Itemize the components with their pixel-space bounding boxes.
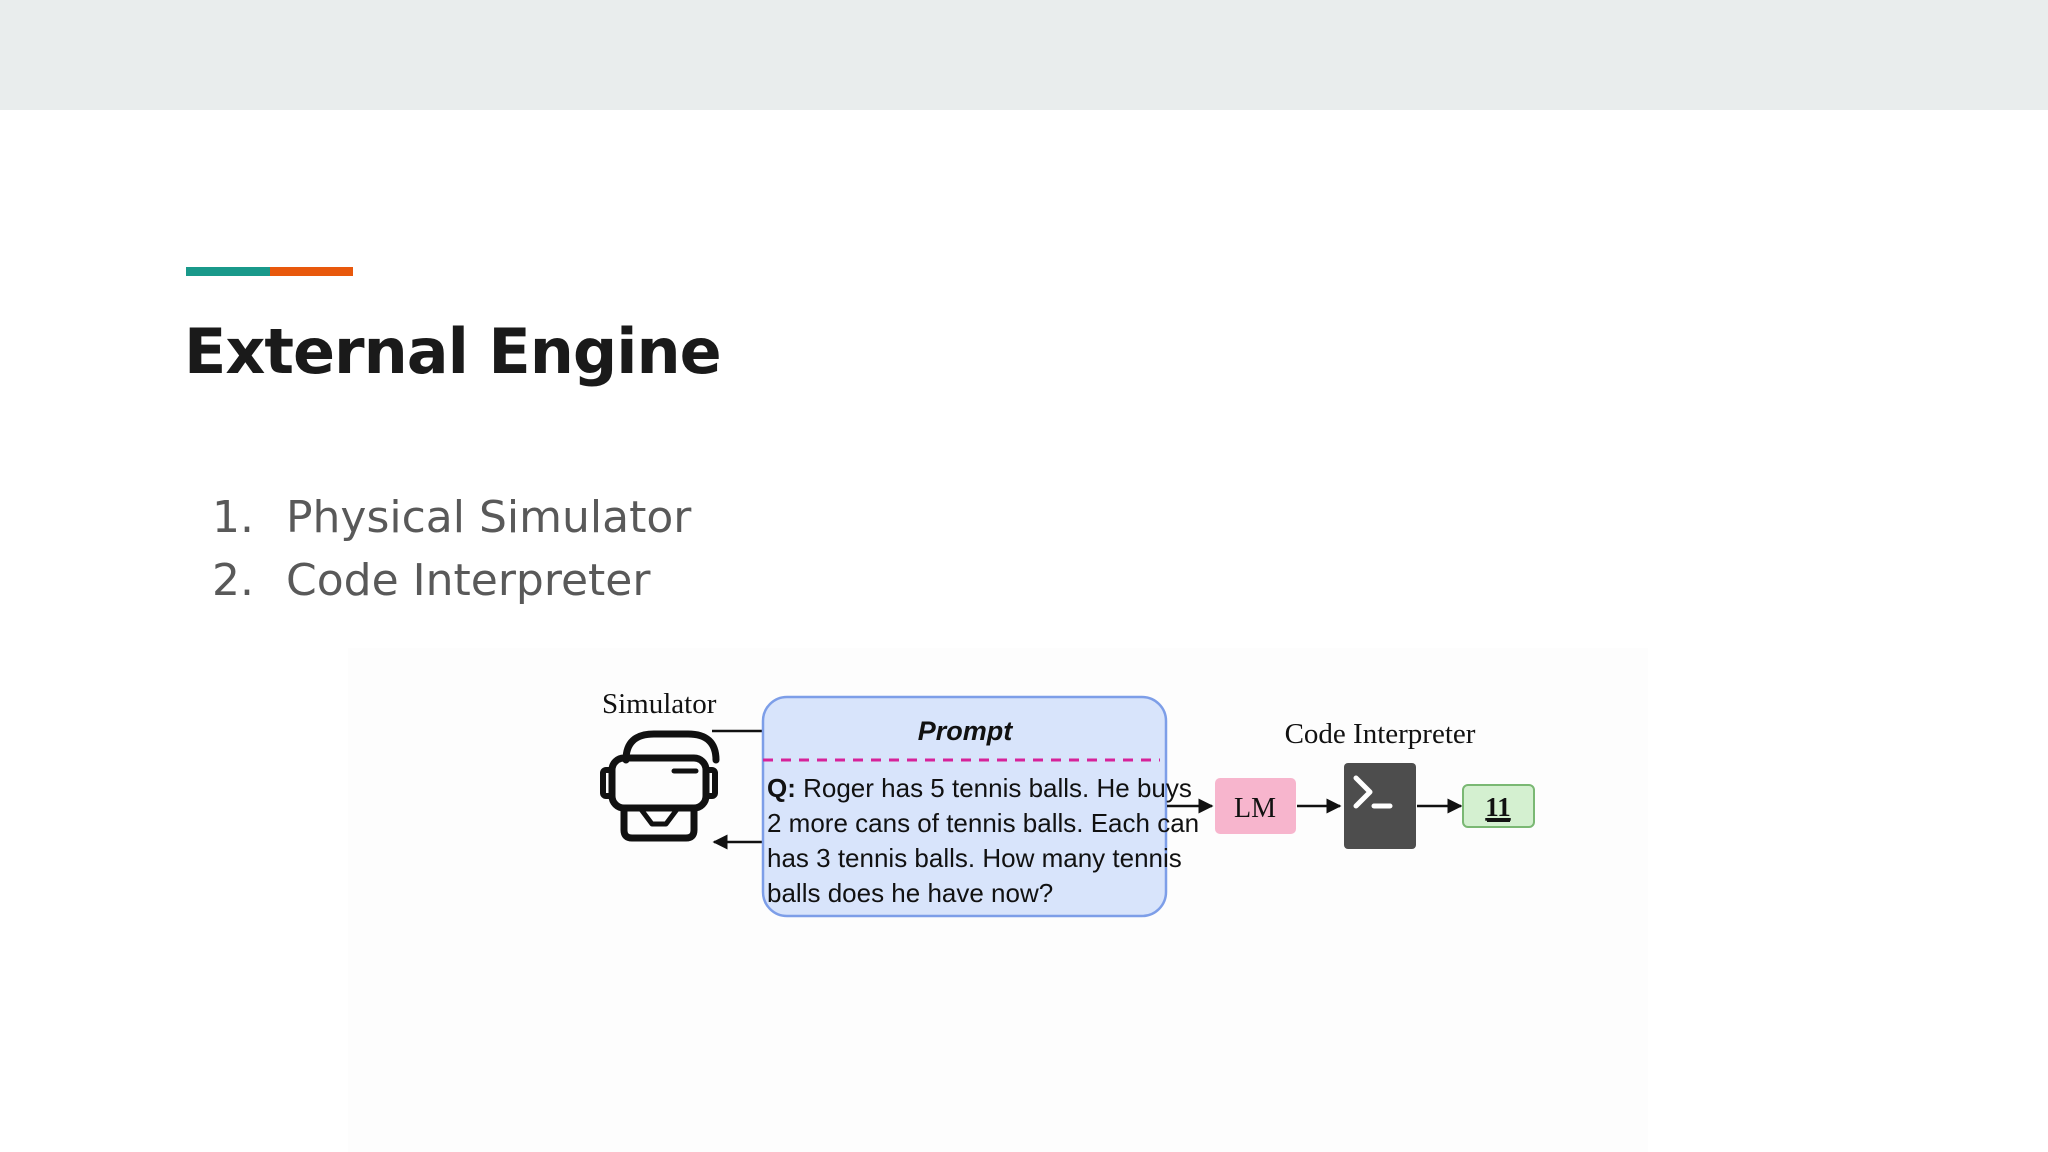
question-line: balls does he have now? <box>767 878 1053 908</box>
slide-title: External Engine <box>184 315 722 388</box>
question-line: Q: Roger has 5 tennis balls. He buys <box>767 773 1192 803</box>
answer-box <box>1462 784 1535 828</box>
simulator-label: Simulator <box>602 688 717 720</box>
bullet-list: 1. Physical Simulator 2. Code Interprete… <box>212 486 691 612</box>
list-number: 1. <box>212 492 254 543</box>
list-item: 2. Code Interpreter <box>212 549 691 612</box>
prompt-question: Q: Roger has 5 tennis balls. He buys 2 m… <box>767 773 1199 908</box>
lm-label: LM <box>1234 793 1276 824</box>
prompt-title: Prompt <box>918 716 1014 746</box>
list-label: Physical Simulator <box>286 492 692 543</box>
interpreter-label: Code Interpreter <box>1285 718 1476 750</box>
lm-box <box>1215 778 1296 834</box>
list-item: 1. Physical Simulator <box>212 486 691 549</box>
question-line: 2 more cans of tennis balls. Each can <box>767 808 1199 838</box>
vr-headset-icon <box>600 730 720 842</box>
list-label: Code Interpreter <box>286 555 651 606</box>
question-text: Roger has 5 tennis balls. He buys <box>796 773 1192 803</box>
prompt-box <box>761 695 1168 918</box>
list-number: 2. <box>212 555 254 606</box>
top-band <box>0 0 2048 110</box>
question-line: has 3 tennis balls. How many tennis <box>767 843 1182 873</box>
answer-value: 11 <box>1485 792 1511 822</box>
question-prefix: Q: <box>767 773 796 803</box>
accent-bar-orange <box>270 267 353 276</box>
accent-bar-teal <box>186 267 270 276</box>
terminal-icon <box>1344 763 1416 849</box>
